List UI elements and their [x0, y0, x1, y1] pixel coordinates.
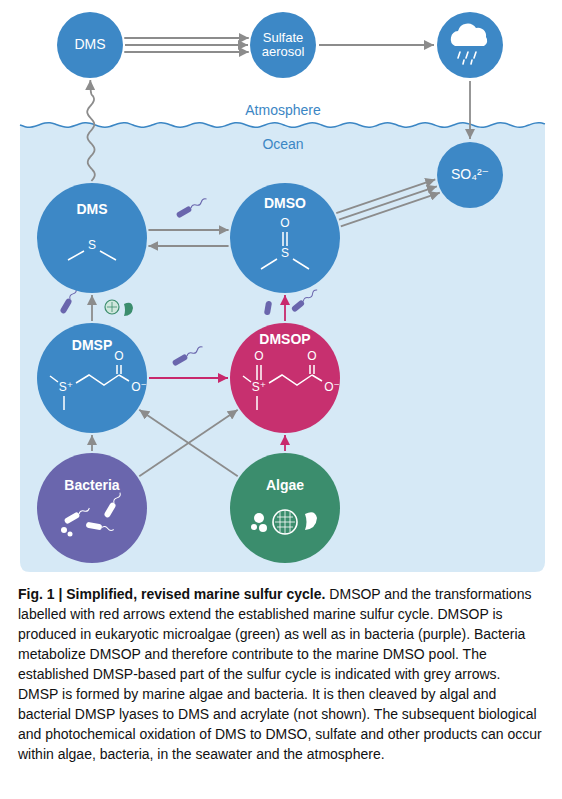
cycle-circle: DMS: [57, 12, 123, 78]
cycle-circle: DMSOP O O S⁺ O⁻: [230, 323, 340, 433]
node-label: SO₄²⁻: [451, 167, 489, 182]
ocean-panel: [20, 123, 545, 572]
figure-caption: Fig. 1 | Simplified, revised marine sulf…: [18, 584, 544, 764]
node-label: DMSO: [264, 196, 306, 211]
atom-label: S: [88, 239, 96, 252]
atom-label: S⁺: [252, 381, 266, 394]
bacterium-icon: [264, 301, 272, 316]
cycle-circle: Algae: [230, 453, 340, 563]
node-drawing: [37, 453, 147, 563]
flux-arrow: [91, 295, 93, 321]
flux-arrow: [336, 179, 435, 213]
atom-label: S: [281, 247, 289, 260]
cycle-circle: DMS S: [37, 183, 147, 293]
cycle-circle: Bacteria: [37, 453, 147, 563]
node-drawing: [37, 183, 147, 293]
flux-arrow: [339, 186, 437, 219]
node-label: Algae: [266, 478, 304, 493]
region-label: Atmosphere: [245, 102, 320, 118]
bacterium-icon: [172, 344, 204, 366]
node-label: Bacteria: [64, 478, 119, 493]
cycle-circle: DMSO O S: [230, 183, 340, 293]
node-drawing: [230, 453, 340, 563]
atom-label: O: [307, 350, 316, 363]
alga-icon: [105, 300, 133, 316]
cycle-circle: Sulfate aerosol: [250, 12, 316, 78]
atom-label: O: [114, 350, 123, 363]
water-surface: [20, 123, 545, 127]
cycle-circle: SO₄²⁻: [437, 142, 503, 208]
node-label: DMS: [74, 37, 105, 52]
cycle-circle: DMSPO S⁺ O⁻: [37, 323, 147, 433]
rain-arrow: [469, 81, 471, 139]
flux-arrow: [87, 80, 95, 181]
flux-arrow: [148, 229, 228, 231]
caption-title: Fig. 1 | Simplified, revised marine sulf…: [18, 586, 325, 602]
atom-label: O⁻: [131, 381, 147, 394]
atom-label: O: [280, 217, 289, 230]
node-label: Sulfate aerosol: [262, 31, 305, 60]
node-label: DMS: [76, 202, 107, 217]
flux-arrow: [124, 51, 249, 53]
flux-arrow: [139, 410, 237, 476]
flux-arrow: [139, 410, 237, 476]
bacterium-icon: [176, 196, 208, 218]
node-label: DMSOP: [259, 332, 310, 347]
aerosol-arrow: [319, 44, 434, 46]
flux-arrow: [341, 193, 440, 227]
flux-arrow: [91, 435, 93, 451]
region-label: Ocean: [262, 136, 303, 152]
atom-label: O⁻: [324, 381, 340, 394]
node-label: DMSP: [72, 338, 112, 353]
flux-arrow: [124, 37, 249, 39]
flux-arrow: [284, 295, 286, 321]
atom-label: S⁺: [59, 381, 73, 394]
flux-arrow: [125, 44, 248, 46]
flux-arrow: [149, 377, 228, 379]
caption-text: DMSOP and the transformations labelled w…: [18, 586, 542, 762]
flux-arrow: [148, 245, 228, 247]
cloud-icon: [437, 12, 503, 78]
flux-arrow: [284, 435, 286, 451]
atom-label: O: [254, 350, 263, 363]
